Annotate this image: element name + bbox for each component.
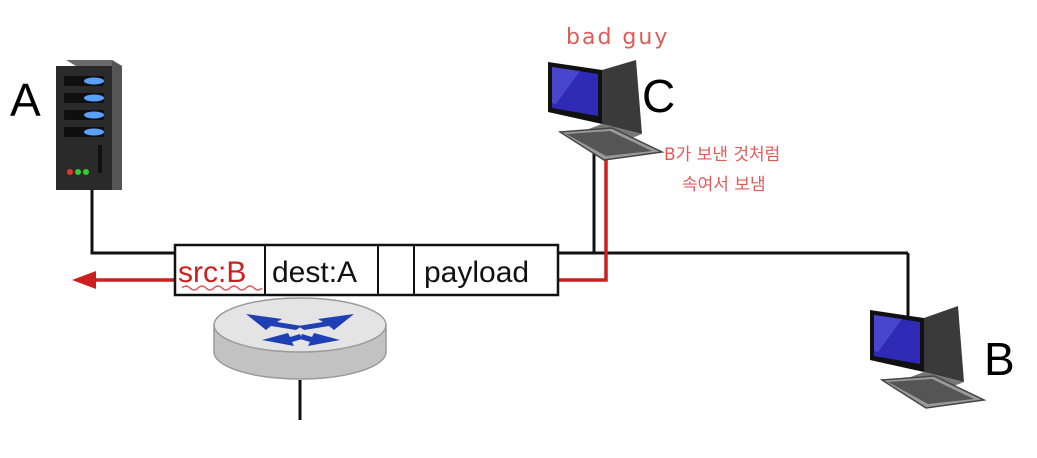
host-a-label: A — [10, 74, 41, 126]
server-a-icon — [56, 60, 122, 190]
src-squiggle-underline — [181, 285, 263, 291]
computer-b-icon — [870, 306, 987, 409]
attack-line-from-c — [558, 150, 608, 282]
packet-frame — [173, 243, 560, 297]
attack-arrowhead-icon — [72, 271, 96, 289]
packet-dest-field: dest:A — [272, 256, 357, 289]
packet: src:B dest:A payload — [173, 243, 560, 297]
packet-payload-field: payload — [424, 256, 529, 289]
host-c-label: C — [642, 70, 675, 122]
packet-src-field: src:B — [178, 256, 246, 289]
network-links — [90, 150, 910, 420]
bad-guy-note: bad guy — [566, 25, 669, 50]
router-arrows-icon — [246, 314, 354, 346]
attack-path — [72, 150, 608, 289]
link-server-a — [90, 190, 175, 255]
router-icon — [213, 297, 387, 380]
spoof-note-line1: B가 보낸 것처럼 — [664, 145, 780, 165]
computer-c-icon — [548, 60, 665, 161]
spoof-note-line2: 속여서 보냄 — [682, 175, 766, 195]
host-b-label: B — [984, 333, 1015, 385]
